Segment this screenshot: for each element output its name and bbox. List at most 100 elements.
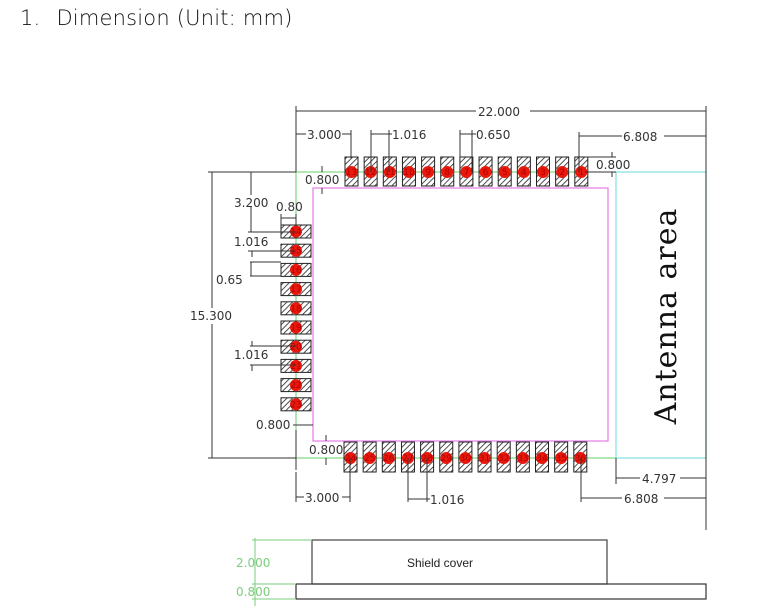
pad: 6 [478,156,493,187]
pad-center-dot [498,166,511,178]
pad: 36 [573,441,588,473]
pad-number: 8 [444,168,450,178]
pcb-side-outline [295,583,707,600]
pad-center-dot [383,166,396,178]
dim-top-left-pad-margin: 0.800 [305,173,339,187]
pad-center-dot [290,398,302,411]
pad-center-dot [459,452,472,464]
dim-shield-height: 2.000 [236,556,270,570]
pad: 4 [516,156,531,187]
pad-number: 14 [290,228,302,238]
side-view: Shield cover 2.000 0.800 [236,538,707,606]
pcb-outline [295,171,706,459]
dim-top-right-pad-margin: 0.800 [596,158,630,172]
pad-center-dot [290,321,302,334]
dim-left-pitch-lower: 1.016 [234,348,268,362]
pad-center-dot [290,379,302,392]
pad-center-dot [479,166,492,178]
pad-center-dot [478,452,491,464]
pad-number: 13 [346,168,357,178]
pad-number: 21 [290,362,301,372]
section-heading: 1. Dimension (Unit: mm) [20,6,293,30]
dim-top-pitch: 1.016 [392,128,426,142]
pad-center-dot [556,166,569,178]
pad-number: 33 [517,454,528,464]
pad-center-dot [537,166,549,178]
pad: 17 [280,282,312,297]
section-number: 1. [20,6,41,30]
pad-center-dot [517,166,530,178]
pad-number: 17 [290,285,301,295]
pad: 20 [280,339,312,354]
pad-center-dot [290,263,302,276]
pad-center-dot [555,452,568,464]
dim-antenna-width: 4.797 [642,472,676,486]
pad: 9 [421,156,436,187]
antenna-label: Antenna area [649,208,684,426]
pad: 35 [554,441,569,473]
pad-center-dot [575,166,588,178]
dim-left-pad-width: 0.65 [216,273,243,287]
pad: 11 [382,156,397,187]
pad-number: 3 [540,168,546,178]
pad-number: 2 [559,168,565,178]
pad-number: 6 [483,168,489,178]
dim-left-pad-margin: 0.80 [276,200,303,214]
pad-center-dot [574,452,587,464]
dim-bottom-right-offset: 6.808 [624,492,658,506]
pad-number: 12 [365,168,376,178]
dim-left-pitch-upper: 1.016 [234,235,268,249]
pad-center-dot [460,166,473,178]
shield-cover-label: Shield cover [407,556,473,570]
pad-number: 35 [555,454,566,464]
pad: 32 [496,441,511,473]
pad-number: 18 [290,304,302,314]
pad-number: 20 [290,343,302,353]
pad-center-dot [363,452,376,464]
dim-top-right-offset: 6.808 [623,130,657,144]
pad-number: 1 [578,168,584,178]
pad-number: 31 [479,454,490,464]
pad: 13 [344,156,359,187]
pad-center-dot [402,166,415,178]
pad-number: 23 [290,400,301,410]
pad: 8 [440,156,455,187]
pad: 10 [401,156,416,187]
dim-top-left-offset: 3.000 [307,128,341,142]
pad-center-dot [345,166,358,178]
pad-center-dot [536,452,548,464]
pad: 29 [439,441,454,473]
pad-number: 11 [384,168,395,178]
pad-center-dot [440,452,453,464]
pad-number: 16 [290,266,302,276]
pad-center-dot [290,359,302,372]
dim-overall-width: 22.000 [478,105,520,119]
dim-left-bottom-margin: 0.800 [256,418,290,432]
pad-number: 29 [441,454,453,464]
pad-number: 34 [536,454,548,464]
pad: 25 [362,441,377,473]
pad-number: 15 [290,247,301,257]
pad-number: 36 [575,454,587,464]
pad: 19 [280,320,312,335]
pad: 3 [536,156,550,187]
pad-number: 25 [364,454,375,464]
section-title: Dimension (Unit: mm) [56,6,293,30]
pad: 16 [280,262,312,277]
pad-number: 24 [345,454,357,464]
pad-number: 22 [290,381,301,391]
dim-pad-width: 0.650 [476,128,510,142]
pads-left-column: 14 15 16 17 18 19 20 21 22 23 [280,224,312,412]
dim-bottom-pitch: 1.016 [430,493,464,507]
pad-center-dot [516,452,529,464]
dim-pcb-thickness: 0.800 [236,585,270,599]
pad-number: 9 [425,168,431,178]
pad: 34 [535,441,549,473]
dim-bottom-left-pad-margin: 0.800 [309,443,343,457]
pad-number: 4 [521,168,527,178]
dimension-lines [208,106,707,530]
pad: 2 [555,156,570,187]
dim-bottom-left-offset: 3.000 [305,491,339,505]
